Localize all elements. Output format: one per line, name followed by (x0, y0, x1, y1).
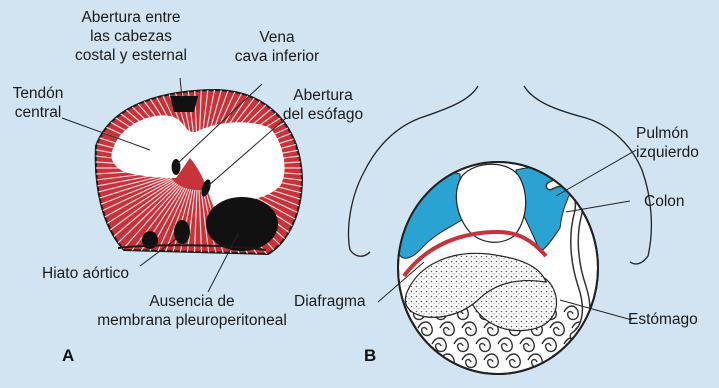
central-aperture (170, 96, 198, 112)
torso-anterior-view (349, 86, 652, 374)
membrane-defect (206, 197, 278, 251)
label-colon: Colon (644, 192, 685, 211)
panel-letter-b: B (364, 346, 376, 366)
panel-letter-a: A (62, 346, 74, 366)
label-stomach: Estómago (628, 310, 698, 329)
bowel-loop (572, 354, 586, 367)
bowel-loop (410, 338, 424, 351)
label-aortic-hiatus: Hiato aórtico (42, 264, 129, 283)
bowel-loop (418, 354, 432, 367)
label-diaphragm: Diafragma (294, 292, 366, 311)
aortic-hiatus (174, 220, 190, 244)
